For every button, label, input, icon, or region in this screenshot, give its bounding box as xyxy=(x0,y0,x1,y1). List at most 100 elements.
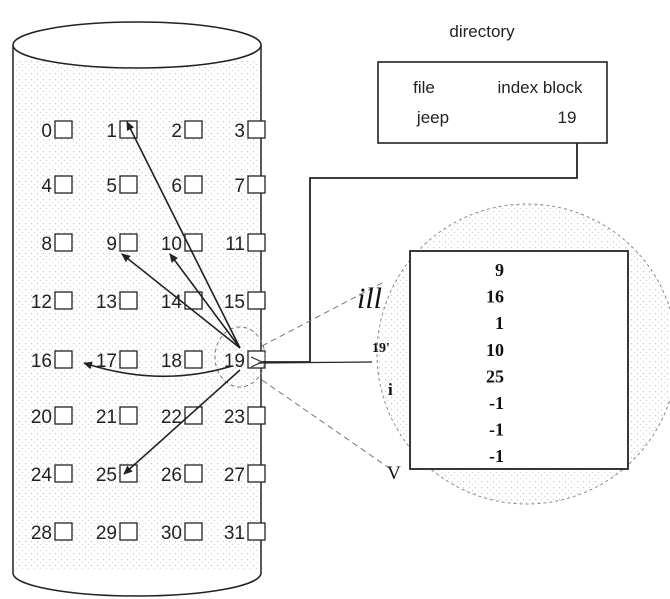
disk-block-label: 18 xyxy=(161,351,182,372)
disk-block-box xyxy=(119,350,138,369)
disk-block-label: 31 xyxy=(224,523,245,544)
disk-block-24: 24 xyxy=(31,464,73,486)
disk-block-label: 14 xyxy=(161,292,183,313)
disk-block-0: 0 xyxy=(41,120,73,142)
disk-block-label: 0 xyxy=(41,121,52,142)
directory: directory file index block jeep 19 xyxy=(377,22,608,144)
disk-block-label: 5 xyxy=(106,176,117,197)
disk-block-label: 30 xyxy=(161,523,182,544)
disk-block-label: 6 xyxy=(171,176,182,197)
index-entry: 10 xyxy=(486,340,504,360)
magnifier-guide-lower xyxy=(261,379,393,471)
pointer-to-block-10 xyxy=(169,253,241,349)
disk-block-23: 23 xyxy=(224,406,266,428)
magnifier-guide-upper xyxy=(261,281,385,347)
disk-block-label: 23 xyxy=(224,407,245,428)
disk-block-label: 3 xyxy=(234,121,245,142)
disk-block-18: 18 xyxy=(161,350,203,372)
scan-artifact-19: 19' xyxy=(372,341,390,356)
disk-block-box xyxy=(247,233,266,252)
directory-header-file: file xyxy=(413,78,435,97)
disk-block-label: 11 xyxy=(225,234,245,255)
disk-block-box xyxy=(184,464,203,483)
disk-block-box xyxy=(184,175,203,194)
disk-block-box xyxy=(54,350,73,369)
index-entry: 25 xyxy=(486,366,504,386)
index-entry: 1 xyxy=(495,313,504,333)
disk-block-20: 20 xyxy=(31,406,73,428)
disk-block-box xyxy=(54,406,73,425)
index-entry: -1 xyxy=(489,446,504,466)
disk-block-box xyxy=(54,522,73,541)
pointer-to-block-1 xyxy=(126,121,241,349)
disk-block-label: 28 xyxy=(31,523,52,544)
disk-block-box xyxy=(247,464,266,483)
pointer-to-block-9 xyxy=(121,253,241,349)
disk-block-box xyxy=(247,175,266,194)
disk-block-label: 4 xyxy=(41,176,52,197)
disk-block-3: 3 xyxy=(234,120,266,142)
disk-block-label: 27 xyxy=(224,465,245,486)
disk-block-6: 6 xyxy=(171,175,203,197)
disk-block-30: 30 xyxy=(161,522,203,544)
disk-block-box xyxy=(54,233,73,252)
disk-block-box xyxy=(184,350,203,369)
disk-block-11: 11 xyxy=(225,233,266,255)
disk-block-26: 26 xyxy=(161,464,203,486)
disk-block-box xyxy=(247,291,266,310)
disk-block-label: 9 xyxy=(106,234,117,255)
disk-block-label: 2 xyxy=(171,121,182,142)
disk-block-box xyxy=(119,175,138,194)
disk-block-label: 7 xyxy=(234,176,245,197)
magnifier xyxy=(214,203,670,505)
disk-block-12: 12 xyxy=(31,291,73,313)
index-block xyxy=(409,250,629,470)
disk-block-box xyxy=(184,120,203,139)
disk-block-28: 28 xyxy=(31,522,73,544)
index-entry: -1 xyxy=(489,393,504,413)
disk-block-box xyxy=(119,291,138,310)
disk-block-17: 17 xyxy=(96,350,138,372)
scan-artifact-ill: ill xyxy=(357,282,382,315)
disk-block-31: 31 xyxy=(224,522,266,544)
disk-block-9: 9 xyxy=(106,233,138,255)
disk-block-4: 4 xyxy=(41,175,73,197)
disk-block-label: 1 xyxy=(106,121,117,142)
disk-block-label: 10 xyxy=(161,234,182,255)
disk-block-box xyxy=(119,464,138,483)
disk-block-label: 12 xyxy=(31,292,52,313)
disk-block-label: 15 xyxy=(224,292,245,313)
disk-block-box xyxy=(247,120,266,139)
disk-block-27: 27 xyxy=(224,464,266,486)
directory-to-index-connector xyxy=(262,143,578,362)
disk-block-box xyxy=(54,120,73,139)
directory-title: directory xyxy=(449,22,515,41)
disk-block-7: 7 xyxy=(234,175,266,197)
disk-block-box xyxy=(54,291,73,310)
disk-block-13: 13 xyxy=(96,291,138,313)
disk-block-label: 13 xyxy=(96,292,117,313)
disk-block-label: 8 xyxy=(41,234,52,255)
disk-block-box xyxy=(54,464,73,483)
disk-block-box xyxy=(54,175,73,194)
disk-block-box xyxy=(119,522,138,541)
scan-artifact-i: i xyxy=(388,380,393,399)
disk-block-15: 15 xyxy=(224,291,266,313)
disk-block-label: 21 xyxy=(96,407,117,428)
disk-block-label: 19 xyxy=(224,351,245,372)
directory-table xyxy=(377,61,608,144)
disk-block-label: 24 xyxy=(31,465,53,486)
magnifier-pointer xyxy=(257,361,373,364)
index-pointers xyxy=(83,121,241,475)
disk-block-box xyxy=(247,350,266,369)
disk-block-box xyxy=(184,291,203,310)
directory-row-file: jeep xyxy=(416,108,449,127)
disk-block-label: 26 xyxy=(161,465,182,486)
pointer-to-block-16 xyxy=(83,361,233,378)
directory-header-index: index block xyxy=(497,78,583,97)
disk-block-label: 20 xyxy=(31,407,52,428)
disk-block-21: 21 xyxy=(96,406,138,428)
disk-block-box xyxy=(184,522,203,541)
index-entry: 16 xyxy=(486,287,504,307)
